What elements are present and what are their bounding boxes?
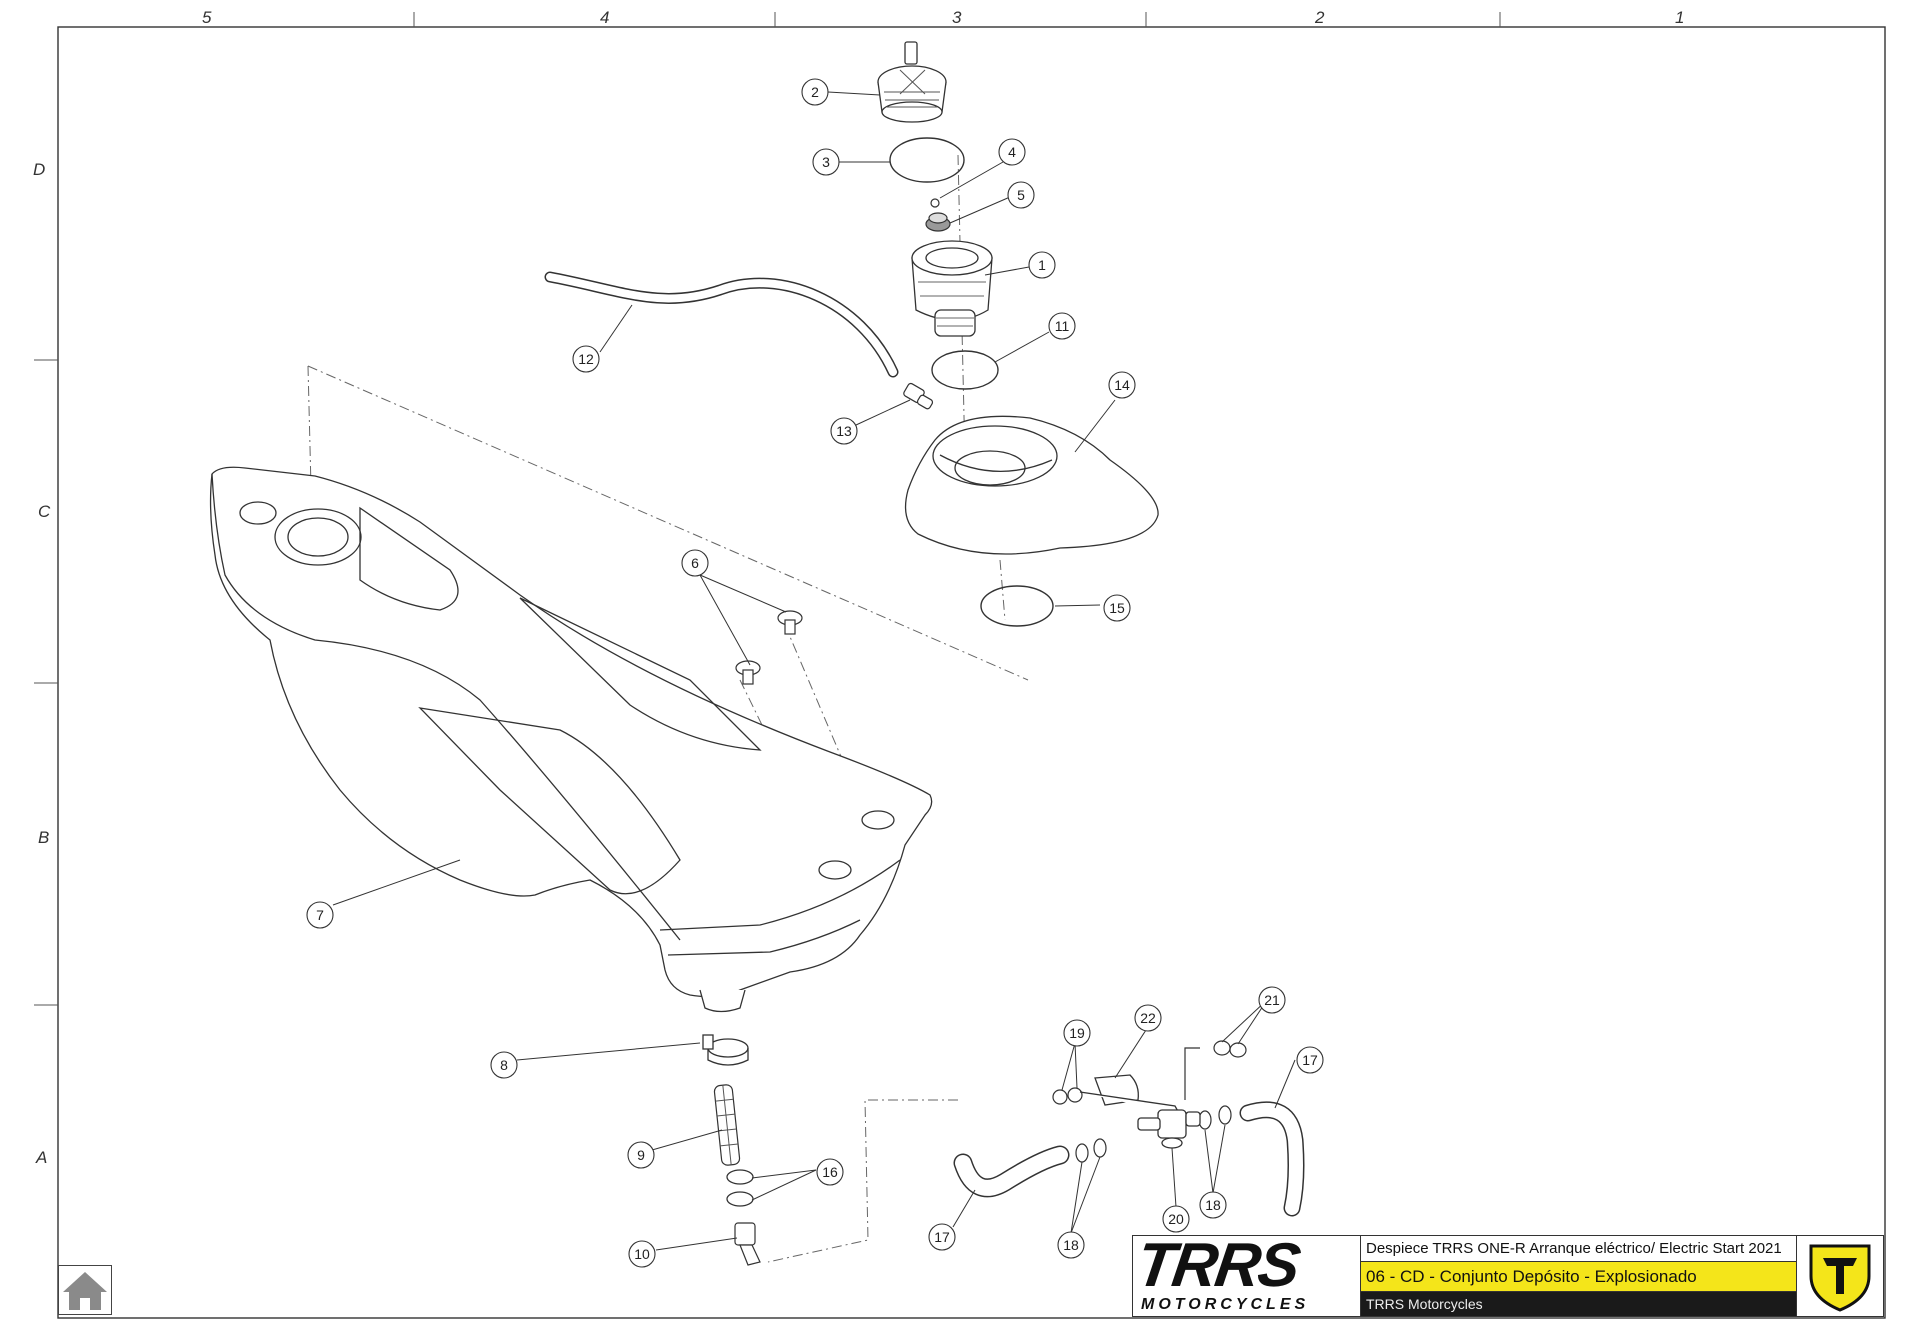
- part-18-clips: [1075, 1105, 1232, 1163]
- part-9-filter: [713, 1084, 741, 1166]
- callout-17-right-text: 17: [1302, 1052, 1318, 1068]
- part-13-fitting: [903, 382, 934, 410]
- part-5-valve: [925, 212, 951, 232]
- home-button[interactable]: [58, 1265, 112, 1315]
- callout-20: 20: [1162, 1205, 1190, 1233]
- ruler-col-3: 3: [952, 8, 962, 27]
- callout-12-text: 12: [578, 351, 594, 367]
- title-line-model: Despiece TRRS ONE-R Arranque eléctrico/ …: [1361, 1236, 1796, 1262]
- ruler-row-a: A: [36, 1148, 48, 1167]
- part-11-o-ring: [931, 350, 999, 390]
- title-line-company: TRRS Motorcycles: [1361, 1292, 1796, 1316]
- ruler-col-5: 5: [202, 8, 212, 27]
- callout-8: 8: [490, 1051, 518, 1079]
- callout-15: 15: [1103, 594, 1131, 622]
- callout-6-text: 6: [691, 555, 699, 571]
- callout-2: 2: [801, 78, 829, 106]
- callout-3: 3: [812, 148, 840, 176]
- part-20-fuel-tap: [1137, 1109, 1201, 1149]
- ruler-ticks: [34, 12, 1501, 1006]
- part-8-clamp: [702, 1034, 749, 1066]
- callout-9: 9: [627, 1141, 655, 1169]
- title-line-assembly: 06 - CD - Conjunto Depósito - Explosiona…: [1361, 1262, 1796, 1292]
- home-icon: [63, 1272, 107, 1310]
- part-2-filler-cap: [877, 41, 947, 123]
- part-22-bracket: [1079, 1074, 1181, 1116]
- callout-3-text: 3: [822, 154, 830, 170]
- callout-16: 16: [816, 1158, 844, 1186]
- callout-17-left: 17: [928, 1223, 956, 1251]
- callout-20-text: 20: [1168, 1211, 1184, 1227]
- ruler-col-2: 2: [1315, 8, 1325, 27]
- part-15-o-ring: [980, 585, 1054, 627]
- leader-lines: [332, 91, 1296, 1251]
- callout-11: 11: [1048, 312, 1076, 340]
- ruler-row-d: D: [33, 160, 46, 179]
- drawing-frame: [57, 26, 1886, 1319]
- callout-11-text: 11: [1055, 318, 1070, 334]
- callout-18-right: 18: [1199, 1191, 1227, 1219]
- part-12-breather-hose: [544, 271, 899, 378]
- callout-14-text: 14: [1114, 377, 1130, 393]
- callout-13: 13: [830, 417, 858, 445]
- trrs-shield-emblem-icon: [1809, 1244, 1871, 1312]
- callout-12: 12: [572, 345, 600, 373]
- callout-10-text: 10: [634, 1246, 650, 1262]
- logo-subtitle: MOTORCYCLES: [1141, 1296, 1310, 1313]
- title-block: TRRS MOTORCYCLES Despiece TRRS ONE-R Arr…: [1132, 1231, 1884, 1317]
- callout-18-right-text: 18: [1205, 1197, 1221, 1213]
- callout-1-text: 1: [1038, 257, 1046, 273]
- ruler-col-1: 1: [1675, 8, 1685, 27]
- emblem-cell: [1796, 1236, 1883, 1316]
- callout-19: 19: [1063, 1019, 1091, 1047]
- callout-7-text: 7: [316, 907, 324, 923]
- part-17-hose-right: [1239, 1101, 1305, 1217]
- part-3-o-ring: [889, 137, 965, 183]
- callout-6: 6: [681, 549, 709, 577]
- callout-16-text: 16: [822, 1164, 838, 1180]
- callout-8-text: 8: [500, 1057, 508, 1073]
- callout-7: 7: [306, 901, 334, 929]
- callout-22-text: 22: [1140, 1010, 1156, 1026]
- part-4-ball: [930, 198, 940, 208]
- callout-5-text: 5: [1017, 187, 1025, 203]
- callout-21: 21: [1258, 986, 1286, 1014]
- callout-13-text: 13: [836, 423, 852, 439]
- callout-10: 10: [628, 1240, 656, 1268]
- callout-9-text: 9: [637, 1147, 645, 1163]
- trrs-logo: TRRS MOTORCYCLES: [1132, 1231, 1361, 1316]
- ruler-row-c: C: [38, 502, 51, 521]
- callout-1: 1: [1028, 251, 1056, 279]
- callout-4-text: 4: [1008, 144, 1016, 160]
- part-14-boot: [904, 415, 1159, 555]
- callout-15-text: 15: [1109, 600, 1125, 616]
- callout-14: 14: [1108, 371, 1136, 399]
- part-6-screws: [735, 610, 803, 685]
- callout-2-text: 2: [811, 84, 819, 100]
- part-7-fuel-tank: [209, 466, 933, 1013]
- part-17-hose-left: [953, 1145, 1070, 1198]
- part-10-elbow-fitting: [734, 1222, 761, 1266]
- callout-5: 5: [1007, 181, 1035, 209]
- callout-21-text: 21: [1264, 992, 1280, 1008]
- callout-18-left-text: 18: [1063, 1237, 1079, 1253]
- callout-labels: 1 2 3 4 5 6 7 8 9 10 11 12 13 14 15 16 1…: [306, 78, 1324, 1268]
- part-16-washers: [726, 1169, 754, 1207]
- ruler-col-4: 4: [600, 8, 610, 27]
- part-21-bolts: [1184, 1040, 1247, 1100]
- logo-wordmark: TRRS: [1132, 1231, 1303, 1300]
- callout-19-text: 19: [1069, 1025, 1085, 1041]
- part-1-filler-neck: [911, 240, 993, 337]
- ruler-row-b: B: [38, 828, 50, 847]
- callout-18-left: 18: [1057, 1231, 1085, 1259]
- callout-17-left-text: 17: [934, 1229, 950, 1245]
- callout-4: 4: [998, 138, 1026, 166]
- part-19-washers: [1052, 1087, 1083, 1105]
- callout-17-right: 17: [1296, 1046, 1324, 1074]
- callout-22: 22: [1134, 1004, 1162, 1032]
